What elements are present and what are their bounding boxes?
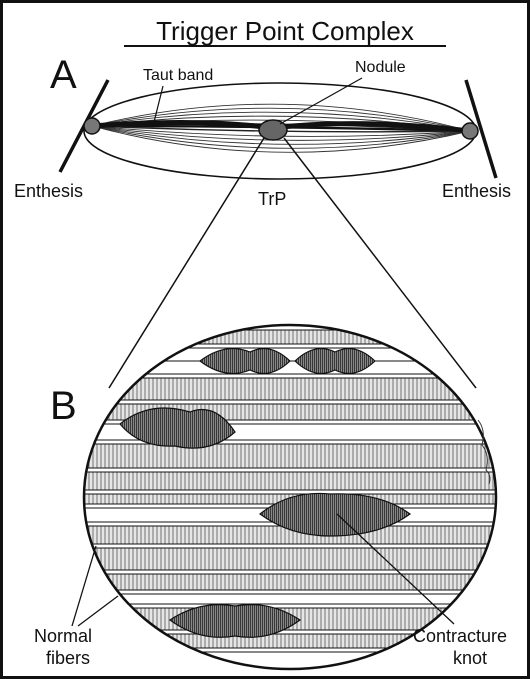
contracture-knot-label-line2: knot: [453, 648, 487, 668]
normal-fibers-leader-1: [72, 546, 96, 626]
panel-b-letter: B: [50, 384, 77, 428]
normal-fibers-label-line1: Normal: [34, 626, 92, 646]
normal-fibers-label-line2: fibers: [46, 648, 90, 668]
panel-a-letter: A: [50, 53, 77, 97]
contracture-knot-label-line1: Contracture: [413, 626, 507, 646]
enthesis-left-attachment: [84, 118, 100, 134]
nodule-label: Nodule: [355, 59, 406, 76]
taut-band-leader: [154, 86, 163, 122]
normal-fibers-leader-2: [78, 596, 118, 626]
enthesis-left-label: Enthesis: [14, 181, 83, 201]
enthesis-right-label: Enthesis: [442, 181, 511, 201]
trp-label: TrP: [258, 189, 286, 209]
enthesis-right-attachment: [462, 123, 478, 139]
diagram-title: Trigger Point Complex: [156, 16, 414, 46]
taut-band-label: Taut band: [143, 67, 213, 84]
